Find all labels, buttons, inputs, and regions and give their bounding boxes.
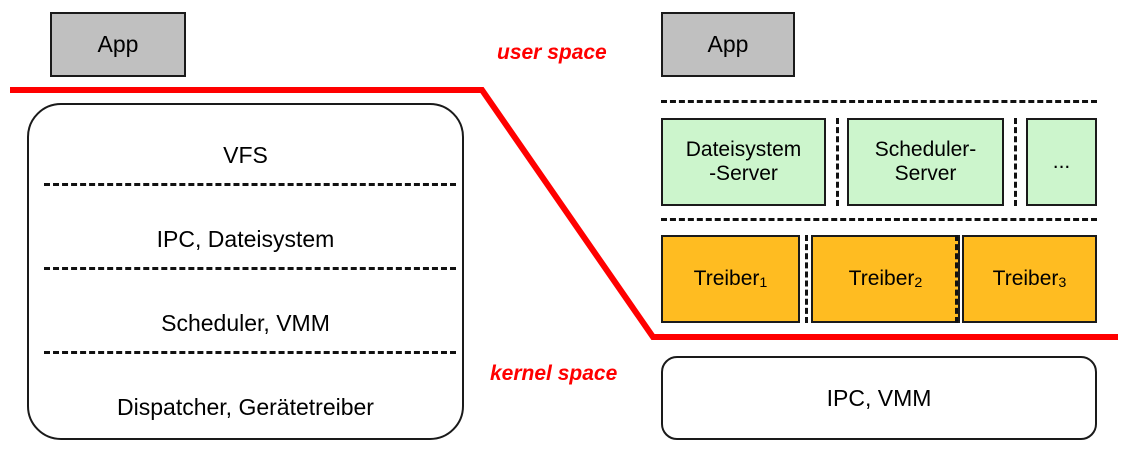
kernel-layer-dispatcher-geraetetreiber: Dispatcher, Gerätetreiber [117, 393, 374, 420]
kernel-layer-scheduler-vmm: Scheduler, VMM [161, 309, 330, 336]
right-app-box: App [661, 12, 795, 77]
server-separator-1 [836, 118, 839, 206]
user-space-label: user space [497, 41, 607, 64]
driver-label-3: Treiber [992, 266, 1059, 290]
driver-separator-1 [805, 235, 808, 323]
microkernel-core-box: IPC, VMM [661, 356, 1097, 440]
driver-separator-2 [955, 235, 958, 323]
kernel-divider-1 [44, 183, 456, 186]
server-band-top-divider [661, 100, 1097, 103]
server-box-scheduler: Scheduler- Server [847, 118, 1004, 206]
server-box-ellipsis: ... [1026, 118, 1097, 206]
driver-index-1: 1 [759, 275, 768, 292]
kernel-layer-vfs: VFS [223, 141, 268, 168]
kernel-divider-3 [44, 351, 456, 354]
kernel-layer-ipc-dateisystem: IPC, Dateisystem [156, 225, 335, 252]
driver-index-3: 3 [1058, 275, 1067, 292]
server-box-dateisystem: Dateisystem -Server [661, 118, 826, 206]
left-app-box: App [50, 12, 186, 77]
server-band-bottom-divider [661, 218, 1097, 221]
driver-label-2: Treiber [848, 266, 915, 290]
kernel-space-label: kernel space [490, 362, 618, 385]
kernel-divider-2 [44, 267, 456, 270]
monolithic-kernel-box: VFS IPC, Dateisystem Scheduler, VMM Disp… [27, 103, 464, 440]
driver-index-2: 2 [914, 275, 923, 292]
driver-label-1: Treiber [693, 266, 760, 290]
server-separator-2 [1014, 118, 1017, 206]
